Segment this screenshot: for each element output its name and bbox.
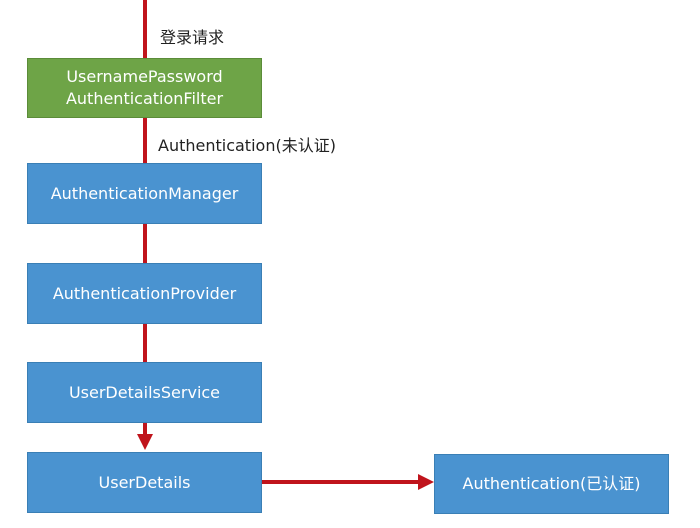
- service-to-userdetails-arrowhead: [137, 434, 153, 450]
- user-details-service-node: UserDetailsService: [27, 362, 262, 423]
- authentication-manager-label: AuthenticationManager: [50, 183, 239, 203]
- authentication-manager-node: AuthenticationManager: [27, 163, 262, 224]
- authentication-provider-label: AuthenticationProvider: [52, 283, 237, 303]
- user-details-service-label: UserDetailsService: [68, 382, 221, 402]
- authenticated-node: Authentication(已认证): [434, 454, 669, 514]
- authenticated-label: Authentication(已认证): [462, 474, 641, 493]
- user-details-label: UserDetails: [98, 472, 191, 492]
- filter-label-line1: UsernamePassword: [66, 67, 223, 86]
- login-request-label: 登录请求: [160, 28, 225, 47]
- username-password-authentication-filter-node: UsernamePassword AuthenticationFilter: [27, 58, 262, 118]
- filter-label-line2: AuthenticationFilter: [65, 89, 224, 108]
- unauthenticated-label: Authentication(未认证): [158, 136, 336, 155]
- userdetails-to-authenticated-arrowhead: [418, 474, 434, 490]
- user-details-node: UserDetails: [27, 452, 262, 513]
- authentication-provider-node: AuthenticationProvider: [27, 263, 262, 324]
